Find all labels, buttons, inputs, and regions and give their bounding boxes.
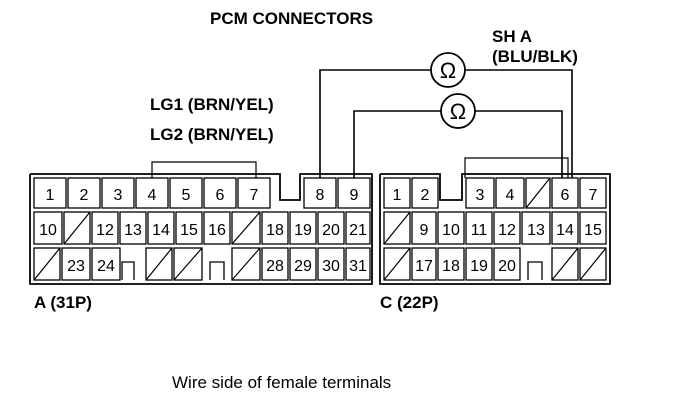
terminal-c-2: 2 <box>421 187 430 204</box>
terminal-a-19: 19 <box>294 222 312 239</box>
terminal-c-14: 14 <box>556 222 574 239</box>
terminal-a-16: 16 <box>208 222 226 239</box>
lg1-label: LG1 (BRN/YEL) <box>150 95 274 114</box>
ohmmeter-icon: Ω <box>440 93 476 129</box>
terminal-a-7: 7 <box>250 187 259 204</box>
terminal-c-15: 15 <box>584 222 602 239</box>
terminal-a-24: 24 <box>97 258 115 275</box>
terminal-a-5: 5 <box>182 187 191 204</box>
connector-a-row-1: 1 2 3 4 5 6 7 8 9 <box>33 177 371 209</box>
blank-terminal <box>383 211 411 245</box>
terminal-c-18: 18 <box>442 258 460 275</box>
terminal-a-2: 2 <box>80 187 89 204</box>
connector-c: 1 2 3 4 6 7 9 10 11 12 13 <box>379 173 611 285</box>
terminal-c-17: 17 <box>415 258 433 275</box>
blank-terminal <box>383 247 411 281</box>
terminal-c-3: 3 <box>476 187 485 204</box>
terminal-c-6: 6 <box>561 187 570 204</box>
connector-c-label: C (22P) <box>380 293 439 312</box>
diagram-caption: Wire side of female terminals <box>172 373 391 392</box>
connector-c-row-1: 1 2 3 4 6 7 <box>383 177 607 209</box>
sh-a-color-label: (BLU/BLK) <box>492 47 578 66</box>
terminal-a-10: 10 <box>39 222 57 239</box>
terminal-c-10: 10 <box>442 222 460 239</box>
connector-c-row-2: 9 10 11 12 13 14 15 <box>383 211 607 245</box>
lg2-label: LG2 (BRN/YEL) <box>150 125 274 144</box>
blank-terminal <box>231 247 261 281</box>
blank-terminal <box>231 211 261 245</box>
terminal-c-1: 1 <box>393 187 402 204</box>
terminal-a-20: 20 <box>322 222 340 239</box>
blank-terminal <box>551 247 579 281</box>
terminal-a-9: 9 <box>350 187 359 204</box>
terminal-a-6: 6 <box>216 187 225 204</box>
blank-terminal <box>33 247 61 281</box>
terminal-a-15: 15 <box>180 222 198 239</box>
terminal-a-23: 23 <box>67 258 85 275</box>
terminal-c-9: 9 <box>420 222 429 239</box>
ohm-symbol: Ω <box>440 58 456 83</box>
terminal-c-20: 20 <box>498 258 516 275</box>
connector-a-row-3: 23 24 28 29 30 31 <box>33 247 371 281</box>
terminal-a-3: 3 <box>114 187 123 204</box>
terminal-a-1: 1 <box>46 187 55 204</box>
terminal-a-12: 12 <box>96 222 114 239</box>
terminal-c-4: 4 <box>506 187 515 204</box>
terminal-a-29: 29 <box>294 258 312 275</box>
test-leads <box>151 69 573 178</box>
terminal-a-4: 4 <box>148 187 157 204</box>
sh-a-label: SH A <box>492 27 532 46</box>
terminal-c-12: 12 <box>498 222 516 239</box>
blank-terminal <box>145 247 173 281</box>
connector-a-label: A (31P) <box>34 293 92 312</box>
terminal-a-28: 28 <box>266 258 284 275</box>
diagram-title: PCM CONNECTORS <box>210 9 373 28</box>
terminal-a-31: 31 <box>349 258 367 275</box>
terminal-c-11: 11 <box>471 222 488 239</box>
keyway-notch <box>121 261 135 280</box>
connector-c-row-3: 17 18 19 20 <box>383 247 607 281</box>
terminal-a-18: 18 <box>266 222 284 239</box>
ohm-symbol: Ω <box>450 99 466 124</box>
connector-a-row-2: 10 12 13 14 15 16 18 19 20 21 <box>33 211 371 245</box>
connector-a: 1 2 3 4 5 6 7 8 9 10 12 13 <box>29 173 373 285</box>
blank-terminal <box>525 177 551 209</box>
blank-terminal <box>173 247 203 281</box>
blank-terminal <box>579 247 607 281</box>
keyway-notch <box>209 261 225 280</box>
keyway-notch <box>527 261 543 280</box>
terminal-c-13: 13 <box>527 222 545 239</box>
blank-terminal <box>63 211 91 245</box>
terminal-a-8: 8 <box>316 187 325 204</box>
terminal-a-21: 21 <box>349 222 367 239</box>
terminal-c-19: 19 <box>470 258 488 275</box>
terminal-a-13: 13 <box>124 222 142 239</box>
terminal-c-7: 7 <box>589 187 598 204</box>
terminal-a-14: 14 <box>152 222 170 239</box>
terminal-a-30: 30 <box>322 258 340 275</box>
ohmmeter-icon: Ω <box>430 52 466 88</box>
